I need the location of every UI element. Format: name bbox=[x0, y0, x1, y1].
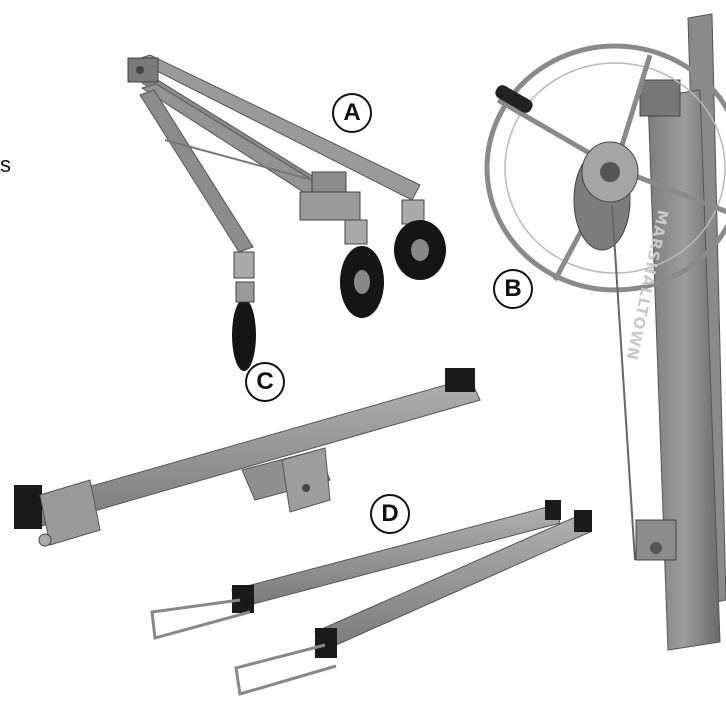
label-badge-c: C bbox=[245, 362, 285, 402]
caster-assembly-a bbox=[127, 54, 446, 371]
label-badge-b: B bbox=[493, 269, 533, 309]
winch-mast-b bbox=[484, 13, 726, 651]
label-badge-d: D bbox=[370, 494, 410, 534]
label-badge-a: A bbox=[332, 93, 372, 133]
outrigger-legs-d bbox=[150, 500, 592, 696]
cross-bar-c bbox=[14, 368, 481, 547]
cropped-edge-text: s bbox=[0, 152, 11, 177]
